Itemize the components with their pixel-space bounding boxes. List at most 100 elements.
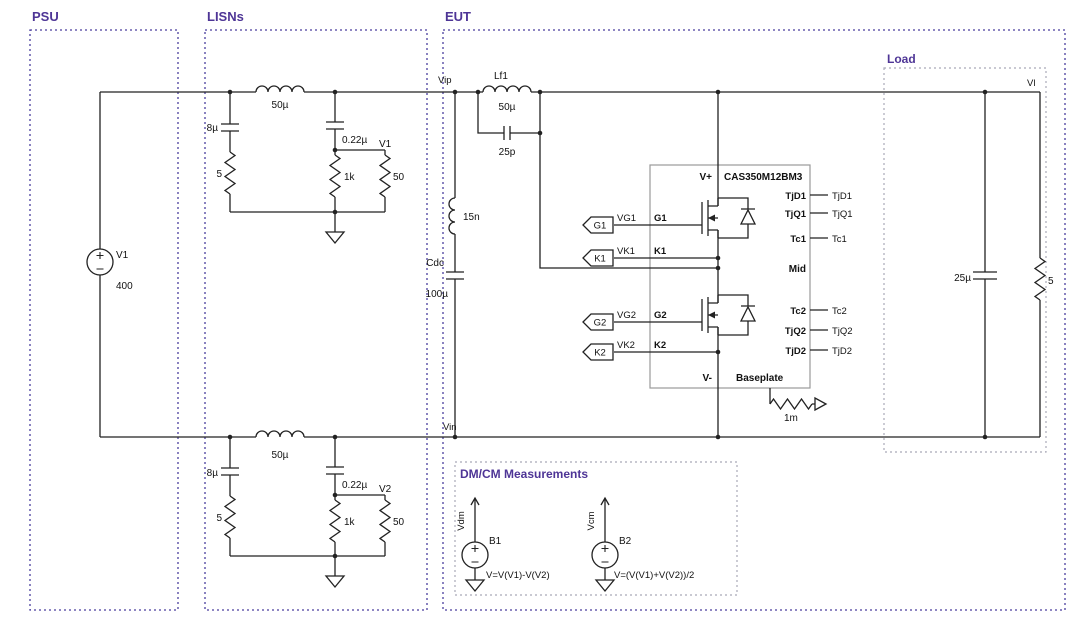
net-vk2-label: VK2 [617, 340, 635, 351]
lisn-top-50-res-value: 50 [393, 172, 405, 183]
b1-expression: V=V(V1)-V(V2) [486, 570, 550, 581]
module-vminus-label: V- [703, 373, 712, 384]
pin-tjd1-label: TjD1 [785, 191, 806, 202]
dmcm-section-box [454, 461, 738, 596]
junction-dots [227, 89, 988, 559]
lisn-top-50-res [378, 154, 392, 198]
load-section-box [883, 67, 1047, 453]
load-section-label: Load [887, 52, 916, 66]
components [86, 85, 1047, 593]
psu-v1-source [86, 248, 114, 276]
pin-k1-label: K1 [654, 246, 667, 257]
power-module-box [649, 164, 811, 389]
labels: PSU LISNs EUT Load DM/CM Measurements V1… [32, 9, 1054, 581]
dmcm-section-label: DM/CM Measurements [460, 467, 588, 481]
load-cap-value: 25µ [954, 273, 971, 284]
module-baseplate-label: Baseplate [736, 373, 784, 384]
module-title: CAS350M12BM3 [724, 172, 803, 183]
vip-net-label: Vip [438, 75, 452, 86]
pin-g1-label: G1 [654, 213, 667, 224]
tag-k2-label: K2 [594, 348, 606, 359]
lf1-parallel-cap-value: 25p [499, 147, 516, 158]
eut-section-label: EUT [445, 9, 471, 24]
ground-icon [464, 579, 486, 593]
wires [99, 91, 1041, 580]
psu-section-box [29, 29, 179, 611]
b2-net-label: Vcm [586, 511, 597, 530]
lisn-top-bulk-cap [221, 123, 239, 132]
lisn-top-bulk-cap-value: 8µ [207, 123, 219, 134]
v1-source-name: V1 [116, 250, 129, 261]
esl-15n-inductor [448, 197, 456, 235]
lf1-parallel-cap [503, 126, 511, 140]
lisn-top-1k-res-value: 1k [344, 172, 356, 183]
b1-net-label: Vdm [456, 511, 467, 531]
lisn-bottom-1k-res-value: 1k [344, 517, 356, 528]
lisn-bottom-probe-net: V2 [379, 484, 392, 495]
esl-value: 15n [463, 212, 480, 223]
baseplate-res [769, 397, 813, 411]
lisn-bottom-bulk-res [223, 495, 237, 539]
cdc-value: 100µ [426, 289, 449, 300]
net-tc1-label: Tc1 [832, 234, 847, 245]
baseplate-res-value: 1m [784, 413, 798, 424]
load-res [1033, 257, 1047, 301]
lisn-bottom-coupling-cap [326, 466, 344, 475]
lisn-bottom-inductor [255, 430, 305, 438]
lf1-inductor [482, 85, 532, 93]
tag-k1-shape [582, 249, 614, 267]
pin-tjd2-label: TjD2 [785, 346, 806, 357]
net-tjq1-label: TjQ1 [832, 209, 853, 220]
net-tjd1-label: TjD1 [832, 191, 852, 202]
v1-source-value: 400 [116, 281, 133, 292]
lf1-value: 50µ [499, 102, 516, 113]
psu-section-label: PSU [32, 9, 59, 24]
lisn-top-coupling-cap-value: 0.22µ [342, 135, 367, 146]
eut-section-box [442, 29, 1066, 611]
cdc-cap [446, 271, 464, 280]
pin-tc2-label: Tc2 [790, 306, 806, 317]
lisn-bottom-bulk-cap-value: 8µ [207, 468, 219, 479]
lisn-top-inductor-value: 50µ [272, 100, 289, 111]
net-vk1-label: VK1 [617, 246, 635, 257]
b1-name: B1 [489, 536, 502, 547]
lisn-top-inductor [255, 85, 305, 93]
net-vg1-label: VG1 [617, 213, 636, 224]
lisn-top-probe-net: V1 [379, 139, 392, 150]
pin-g2-label: G2 [654, 310, 667, 321]
ground-symbols [324, 231, 616, 593]
tag-g1-shape [582, 216, 614, 234]
lisn-top-bulk-res-value: 5 [216, 169, 222, 180]
vin-net-label: Vin [443, 422, 457, 433]
net-tjd2-label: TjD2 [832, 346, 852, 357]
pin-tc1-label: Tc1 [790, 234, 806, 245]
lisn-bottom-bulk-res-value: 5 [216, 513, 222, 524]
baseplate-flag-icon [814, 396, 828, 412]
vl-net-label: Vl [1027, 78, 1035, 89]
lisn-bottom-1k-res [328, 499, 342, 543]
b2-name: B2 [619, 536, 632, 547]
lisn-top-bulk-res [223, 151, 237, 195]
ground-icon [324, 231, 346, 245]
b1-source [461, 496, 489, 569]
net-tjq2-label: TjQ2 [832, 326, 853, 337]
ground-icon [324, 575, 346, 589]
load-res-value: 5 [1048, 276, 1054, 287]
lisn-top-1k-res [328, 154, 342, 198]
tag-g2-label: G2 [594, 318, 607, 329]
lisn-top-coupling-cap [326, 121, 344, 130]
tag-g2-shape [582, 313, 614, 331]
lisn-bottom-50-res-value: 50 [393, 517, 405, 528]
lisns-section-box [204, 29, 428, 611]
net-tc2-label: Tc2 [832, 306, 847, 317]
b2-expression: V=(V(V1)+V(V2))/2 [614, 570, 694, 581]
lisn-bottom-inductor-value: 50µ [272, 450, 289, 461]
lisn-bottom-bulk-cap [221, 467, 239, 476]
pin-tjq2-label: TjQ2 [785, 326, 806, 337]
pin-k2-label: K2 [654, 340, 666, 351]
lisn-bottom-coupling-cap-value: 0.22µ [342, 480, 367, 491]
tag-g1-label: G1 [594, 221, 607, 232]
tag-k1-label: K1 [594, 254, 606, 265]
